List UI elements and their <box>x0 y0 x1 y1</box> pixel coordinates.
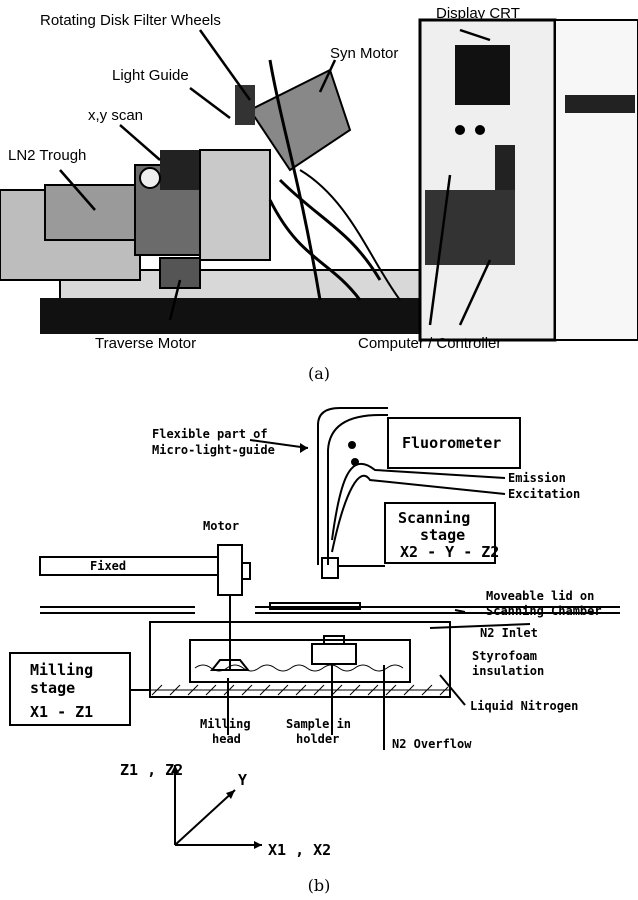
label-motor: Motor <box>203 519 239 533</box>
caption-b: (b) <box>307 876 331 895</box>
callout-xy-scan: x,y scan <box>88 107 143 124</box>
callout-computer-controller: Computer / Controller <box>358 335 501 352</box>
label-liquid-nitrogen: Liquid Nitrogen <box>470 699 578 713</box>
callout-light-guide: Light Guide <box>112 67 189 84</box>
label-moveable-lid-1: Moveable lid on <box>486 589 594 603</box>
label-milling-stage-axes: X1 - Z1 <box>30 703 93 721</box>
label-scanning-stage-1: Scanning <box>398 509 470 527</box>
caption-a: (a) <box>307 364 331 383</box>
label-flexible-part-1: Flexible part of <box>152 427 268 441</box>
apparatus-schematic: Flexible part of Micro-light-guide Fluor… <box>9 407 620 859</box>
label-sample-1: Sample in <box>286 717 351 731</box>
label-styrofoam-2: insulation <box>472 664 544 678</box>
label-sample-2: holder <box>296 732 339 746</box>
apparatus-photograph: Rotating Disk Filter Wheels Display CRT … <box>0 0 638 360</box>
label-n2-inlet: N2 Inlet <box>480 626 538 640</box>
axis-label-x: X1 , X2 <box>268 841 331 859</box>
label-fixed: Fixed <box>90 559 126 573</box>
callout-traverse-motor: Traverse Motor <box>95 335 196 352</box>
label-n2-overflow: N2 Overflow <box>392 737 472 751</box>
label-excitation: Excitation <box>508 487 580 501</box>
axis-label-y: Y <box>238 771 247 789</box>
label-styrofoam-1: Styrofoam <box>472 649 537 663</box>
callout-display-crt: Display CRT <box>436 5 520 22</box>
callout-syn-motor: Syn Motor <box>330 45 398 62</box>
callout-rotating-disk-filter-wheels: Rotating Disk Filter Wheels <box>40 12 221 29</box>
label-scanning-stage-axes: X2 - Y - Z2 <box>400 543 499 561</box>
label-milling-head-1: Milling <box>200 717 251 731</box>
label-milling-stage-1: Milling <box>30 661 93 679</box>
axis-label-z: Z1 , Z2 <box>120 761 183 779</box>
label-fluorometer: Fluorometer <box>402 434 501 452</box>
label-flexible-part-2: Micro-light-guide <box>152 443 275 457</box>
label-moveable-lid-2: Scanning Chamber <box>486 604 602 618</box>
label-milling-stage-2: stage <box>30 679 75 697</box>
label-milling-head-2: head <box>212 732 241 746</box>
label-scanning-stage-2: stage <box>420 526 465 544</box>
callout-ln2-trough: LN2 Trough <box>8 147 86 164</box>
label-emission: Emission <box>508 471 566 485</box>
